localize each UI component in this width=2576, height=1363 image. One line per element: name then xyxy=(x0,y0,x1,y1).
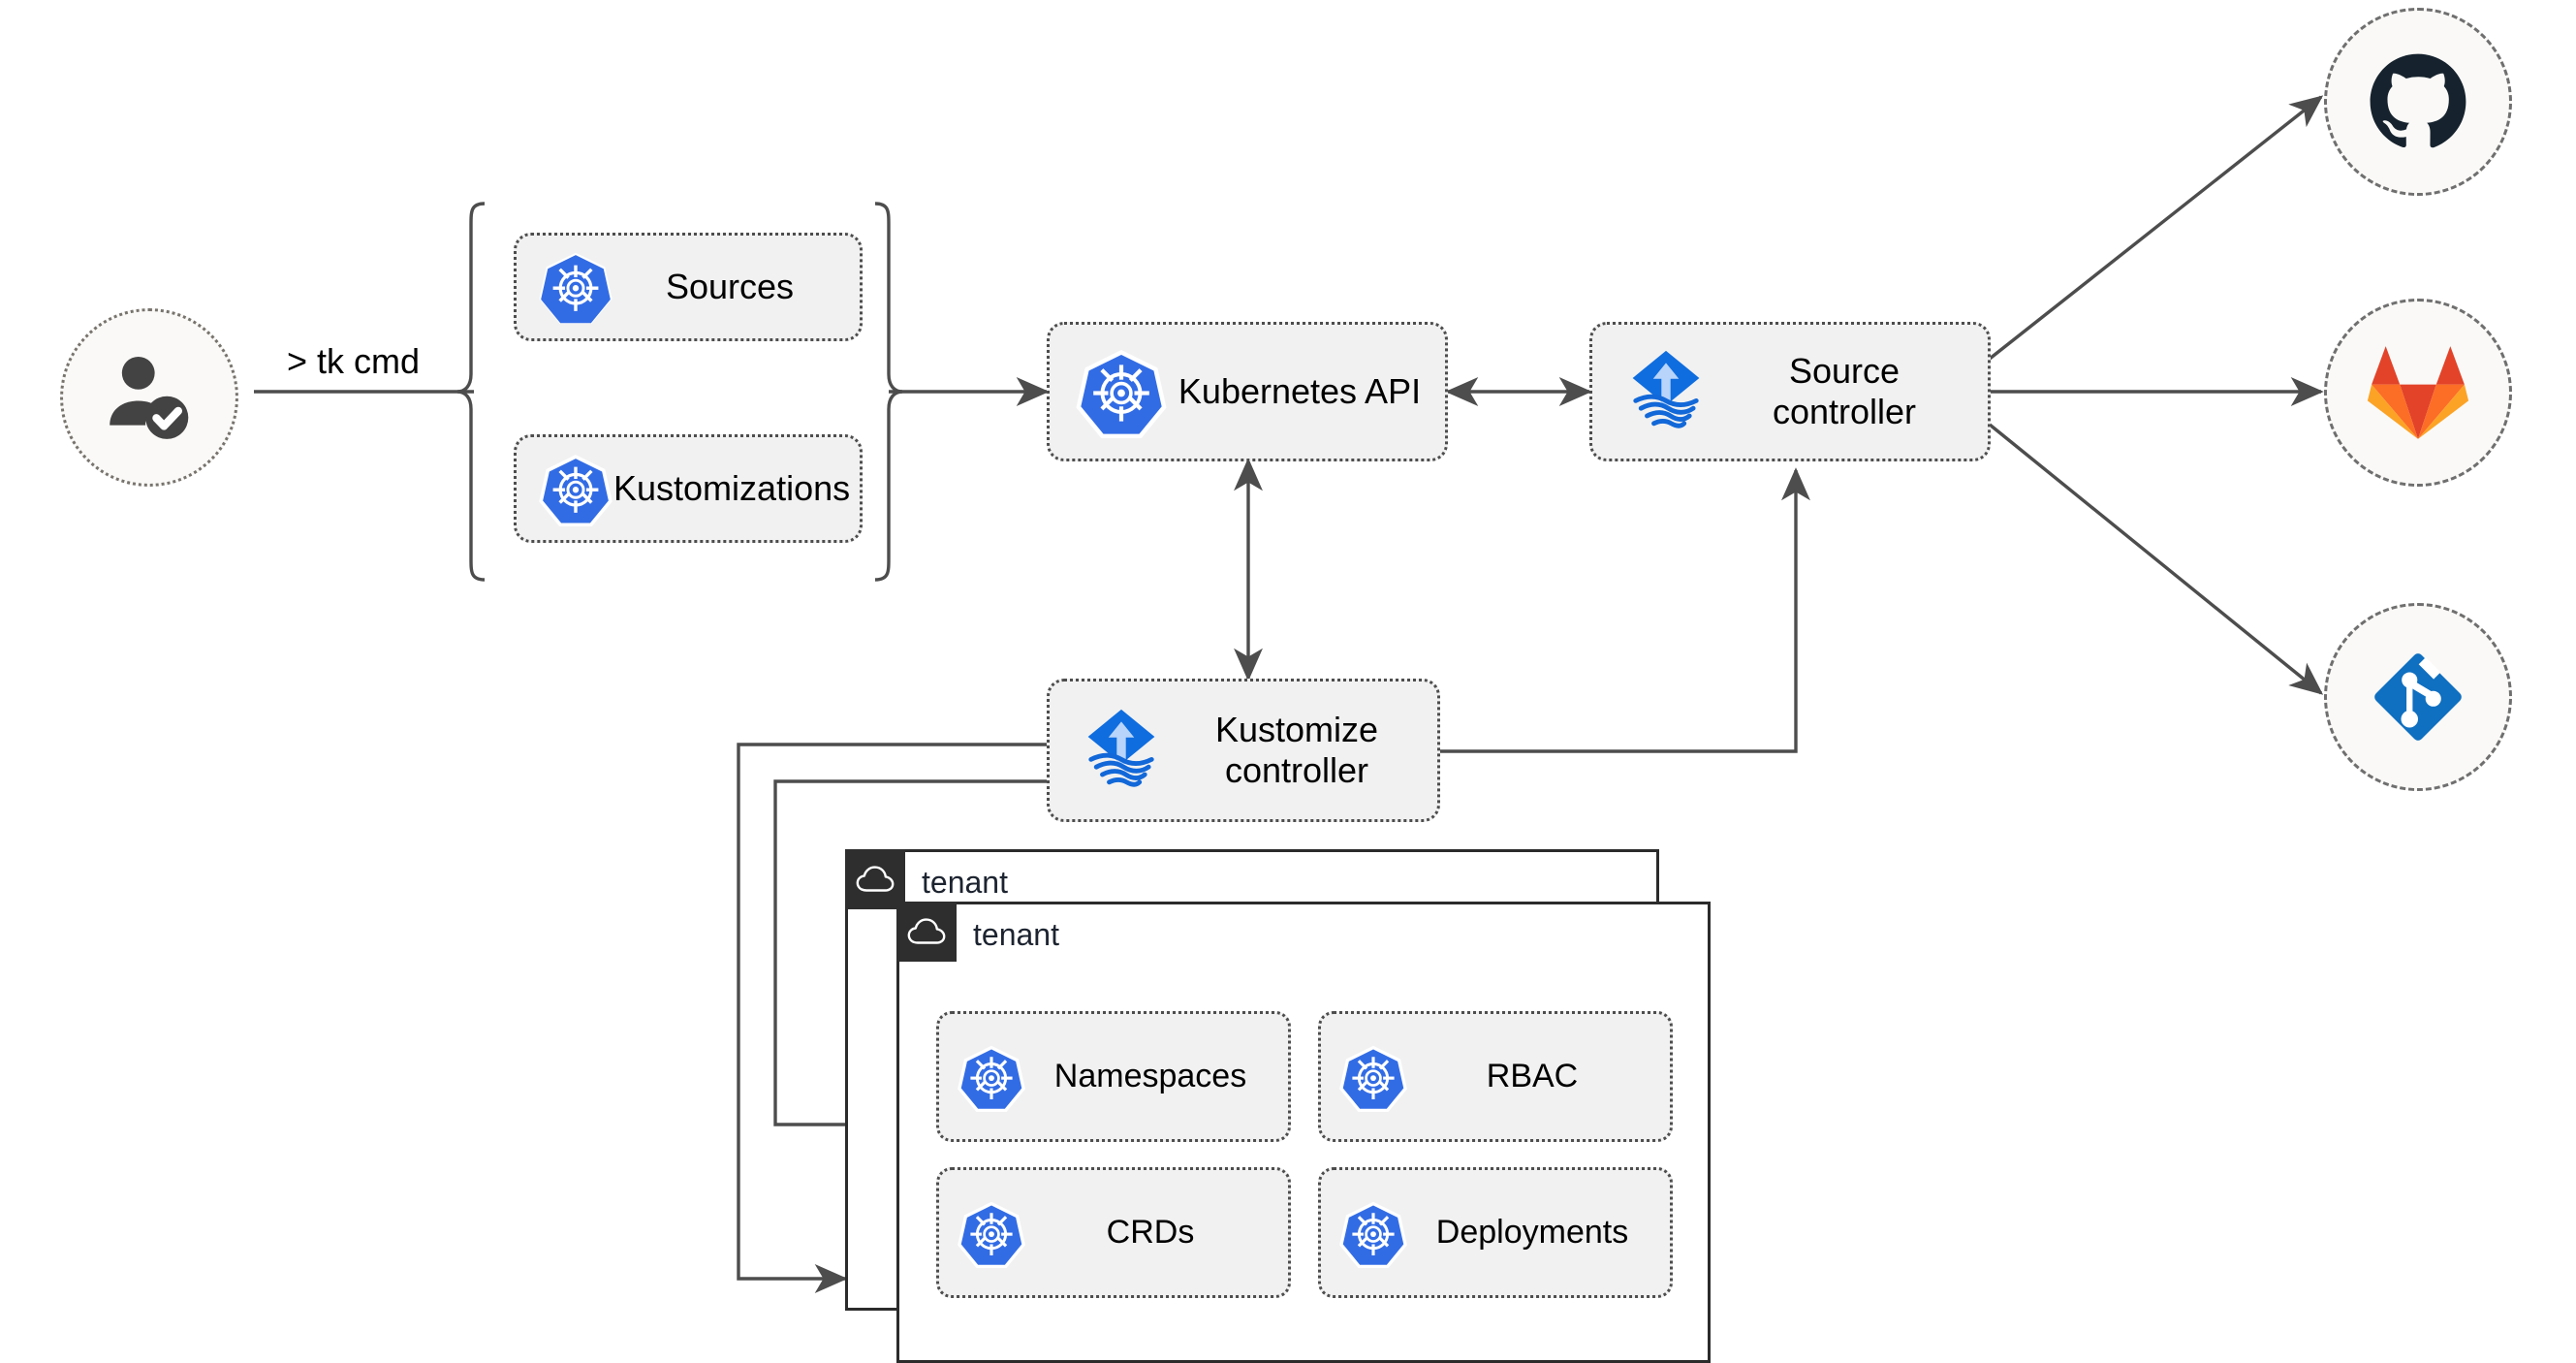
node-source-controller[interactable]: Source controller xyxy=(1589,322,1991,461)
kubernetes-icon xyxy=(1338,1198,1408,1268)
azure-repos-git-icon xyxy=(2374,653,2462,741)
resource-box-deployments[interactable]: Deployments xyxy=(1318,1167,1673,1298)
resource-label: RBAC xyxy=(1486,1058,1579,1095)
tenant-resource-grid: Namespaces xyxy=(936,1011,1673,1298)
resource-label: CRDs xyxy=(1106,1214,1195,1252)
provider-gitlab[interactable] xyxy=(2324,299,2512,487)
provider-azure-repos[interactable] xyxy=(2324,603,2512,791)
crd-box-label: Sources xyxy=(665,266,795,306)
flux-icon xyxy=(1073,702,1170,799)
crd-box-sources[interactable]: Sources xyxy=(514,233,863,341)
cloud-icon xyxy=(845,849,905,909)
kubernetes-icon xyxy=(957,1198,1026,1268)
crd-box-label: Kustomizations xyxy=(613,467,851,508)
kubernetes-icon xyxy=(1075,345,1168,438)
tenant-label: tenant xyxy=(973,916,1059,952)
kubernetes-icon xyxy=(538,451,613,526)
node-label: Source controller xyxy=(1772,350,1917,431)
resource-label: Deployments xyxy=(1435,1214,1629,1252)
flux-icon xyxy=(1618,343,1714,440)
kubernetes-icon xyxy=(1338,1042,1408,1112)
tenant-window-2[interactable]: tenant xyxy=(896,902,1711,1363)
wire-kustomize-to-source xyxy=(1440,467,1810,753)
crd-box-kustomizations[interactable]: Kustomizations xyxy=(514,434,863,543)
wire-source-to-azure xyxy=(1988,423,2324,695)
resource-box-namespaces[interactable]: Namespaces xyxy=(936,1011,1291,1142)
wire-source-to-github xyxy=(1988,95,2324,361)
kubernetes-icon xyxy=(957,1042,1026,1112)
kubernetes-icon xyxy=(538,249,613,325)
resource-box-rbac[interactable]: RBAC xyxy=(1318,1011,1673,1142)
github-icon xyxy=(2370,53,2466,148)
operator-avatar xyxy=(60,308,238,487)
user-check-icon xyxy=(110,356,189,439)
gitlab-icon xyxy=(2367,346,2469,439)
provider-github[interactable] xyxy=(2324,8,2512,196)
tk-command-label: > tk cmd xyxy=(287,341,421,381)
node-label: Kubernetes API xyxy=(1178,370,1422,411)
resource-label: Namespaces xyxy=(1053,1058,1247,1095)
resource-box-crds[interactable]: CRDs xyxy=(936,1167,1291,1298)
node-kustomize-controller[interactable]: Kustomize controller xyxy=(1047,679,1440,822)
cloud-icon xyxy=(896,902,957,962)
node-label: Kustomize controller xyxy=(1214,709,1379,790)
node-kubernetes-api[interactable]: Kubernetes API xyxy=(1047,322,1448,461)
tenant-label: tenant xyxy=(922,864,1008,900)
